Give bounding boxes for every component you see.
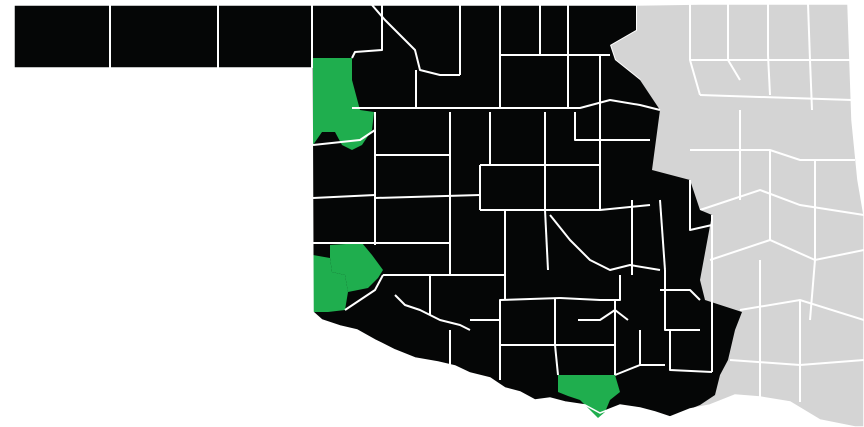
- county-border: [352, 99, 661, 111]
- county-border: [660, 289, 701, 301]
- county-border: [312, 194, 376, 199]
- county-border: [669, 330, 713, 373]
- highlighted-county-northwest: [313, 58, 374, 150]
- county-border: [549, 214, 661, 271]
- highlighted-counties: [313, 58, 620, 418]
- county-border: [312, 129, 376, 146]
- state-outline: [13, 3, 864, 427]
- county-border: [374, 194, 481, 199]
- county-border: [659, 199, 666, 271]
- county-border: [809, 160, 816, 321]
- county-border: [559, 275, 621, 301]
- highlighted-county-south: [558, 375, 620, 418]
- county-border: [544, 209, 549, 271]
- county-border: [371, 4, 460, 76]
- county-border: [614, 364, 641, 376]
- county-border: [351, 5, 383, 59]
- county-border: [499, 300, 615, 346]
- county-border: [699, 94, 853, 101]
- county-border: [554, 344, 559, 376]
- highlighted-county-southwest-a: [330, 243, 383, 292]
- county-border: [767, 4, 771, 96]
- county-border: [578, 309, 629, 321]
- county-border: [699, 188, 864, 216]
- county-border: [344, 274, 384, 311]
- county-border: [480, 204, 651, 211]
- county-border: [394, 294, 471, 331]
- county-border: [690, 149, 855, 161]
- highlighted-county-southwest-b: [313, 255, 348, 312]
- county-border: [709, 238, 864, 262]
- county-borders: [109, 4, 713, 380]
- county-border: [689, 180, 713, 231]
- county-border: [664, 270, 700, 331]
- county-border: [574, 112, 600, 141]
- excluded-borders: [608, 4, 864, 402]
